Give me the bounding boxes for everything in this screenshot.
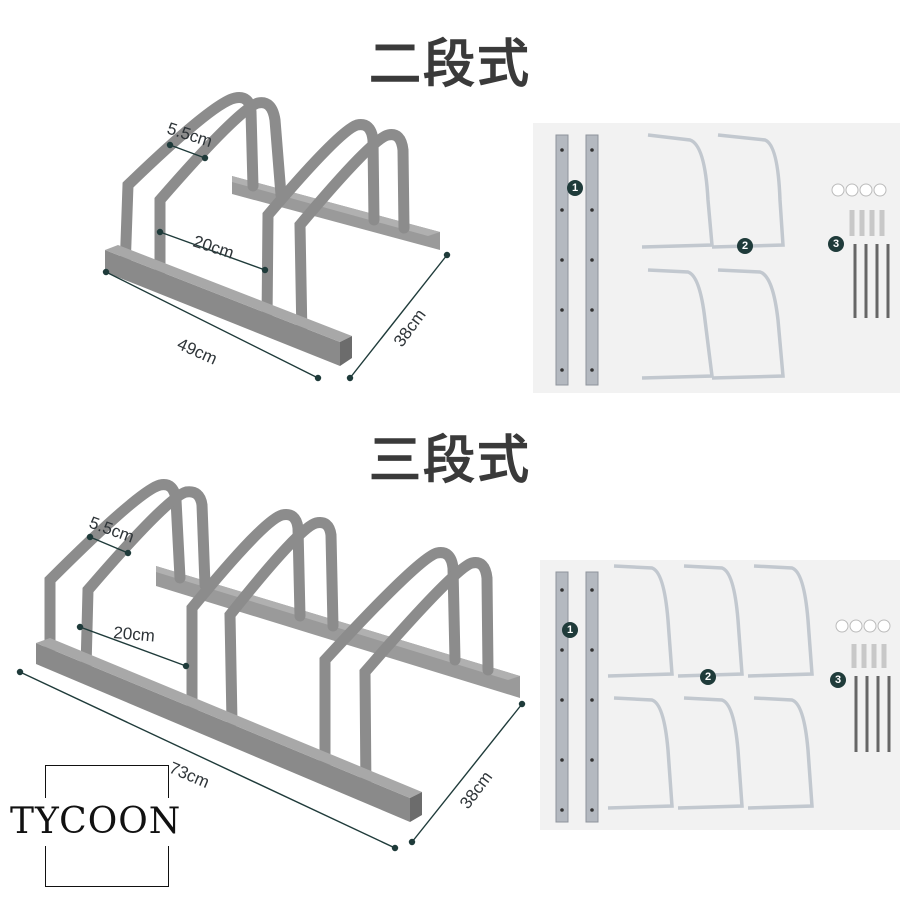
two-tier-parts-panel: 1 2 3 — [533, 123, 900, 393]
two-tier-callout-2: 2 — [742, 240, 748, 252]
two-tier-callout-3: 3 — [833, 238, 839, 250]
brand-logo: TYCOON — [8, 798, 215, 846]
three-tier-depth-label: 38cm — [456, 768, 496, 813]
three-tier-callout-3: 3 — [835, 674, 841, 686]
three-tier-callout-1: 1 — [567, 624, 573, 636]
two-tier-spacing-label: 20cm — [191, 232, 236, 263]
three-tier-rack-drawing: 73cm 38cm 20cm 5.5cm — [16, 479, 526, 852]
two-tier-depth-label: 38cm — [390, 306, 430, 351]
three-tier-parts-panel: 1 2 3 — [540, 560, 900, 830]
two-tier-width-label: 49cm — [174, 334, 220, 368]
section-title-two-tier: 二段式 — [368, 35, 531, 95]
three-tier-callout-2: 2 — [705, 671, 711, 683]
two-tier-callout-1: 1 — [572, 182, 578, 194]
three-tier-spacing-label: 20cm — [113, 623, 156, 646]
three-tier-width-label: 73cm — [166, 758, 212, 792]
two-tier-rack-drawing: 49cm 38cm 20cm 5.5cm — [102, 92, 451, 382]
section-title-three-tier: 三段式 — [368, 431, 531, 491]
